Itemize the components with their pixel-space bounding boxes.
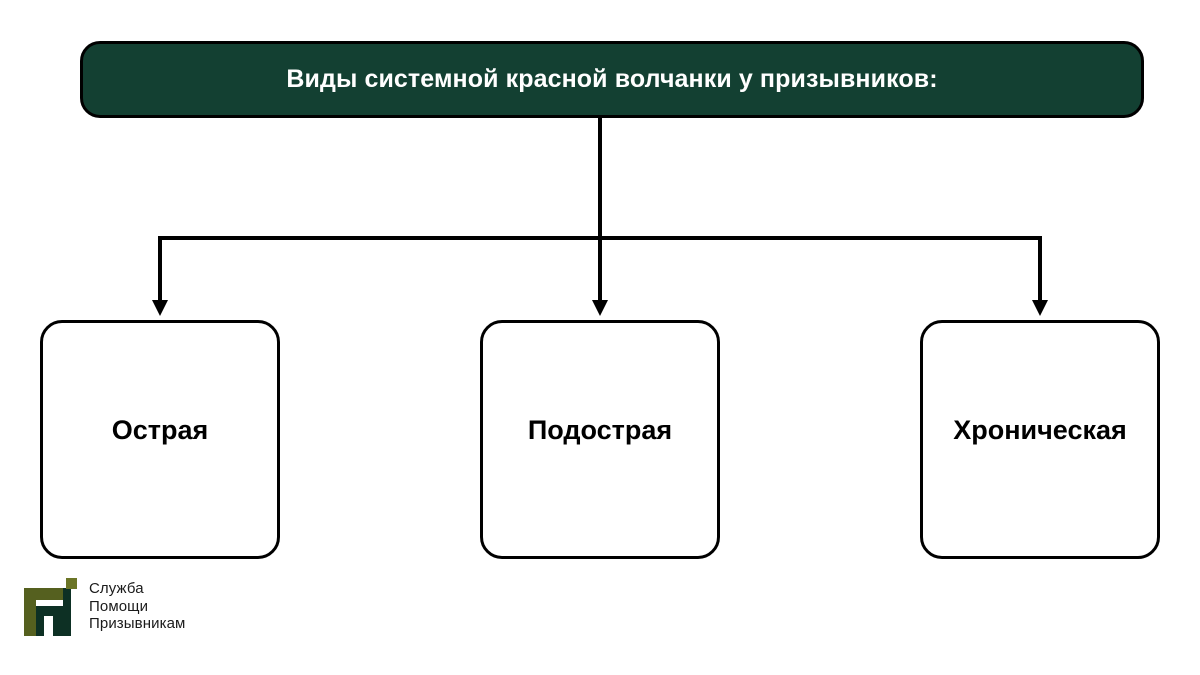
root-node: Виды системной красной волчанки у призыв… (80, 41, 1144, 118)
child-node-chronic: Хроническая (920, 320, 1160, 559)
child-node-acute: Острая (40, 320, 280, 559)
child-node-label: Подострая (527, 415, 673, 445)
child-node-label: Хроническая (953, 415, 1127, 445)
logo-right-post (63, 588, 71, 636)
logo-inner-shape (36, 606, 63, 636)
logo-mark-icon (24, 578, 77, 636)
brand-logo: Служба Помощи Призывникам (22, 578, 185, 636)
arrowhead-1-icon (152, 300, 168, 316)
child-node-label: Острая (111, 415, 209, 445)
logo-accent-square (66, 578, 77, 589)
logo-line-1: Служба (89, 580, 144, 597)
root-node-label: Виды системной красной волчанки у призыв… (286, 64, 938, 93)
arrowhead-2-icon (592, 300, 608, 316)
logo-line-2: Помощи (89, 597, 149, 615)
logo-outer-shape (24, 588, 71, 636)
child-node-subacute: Подострая (480, 320, 720, 559)
logo-wordmark: Служба Помощи Призывникам (89, 580, 185, 633)
arrowhead-3-icon (1032, 300, 1048, 316)
logo-line-3: Призывникам (89, 615, 186, 632)
